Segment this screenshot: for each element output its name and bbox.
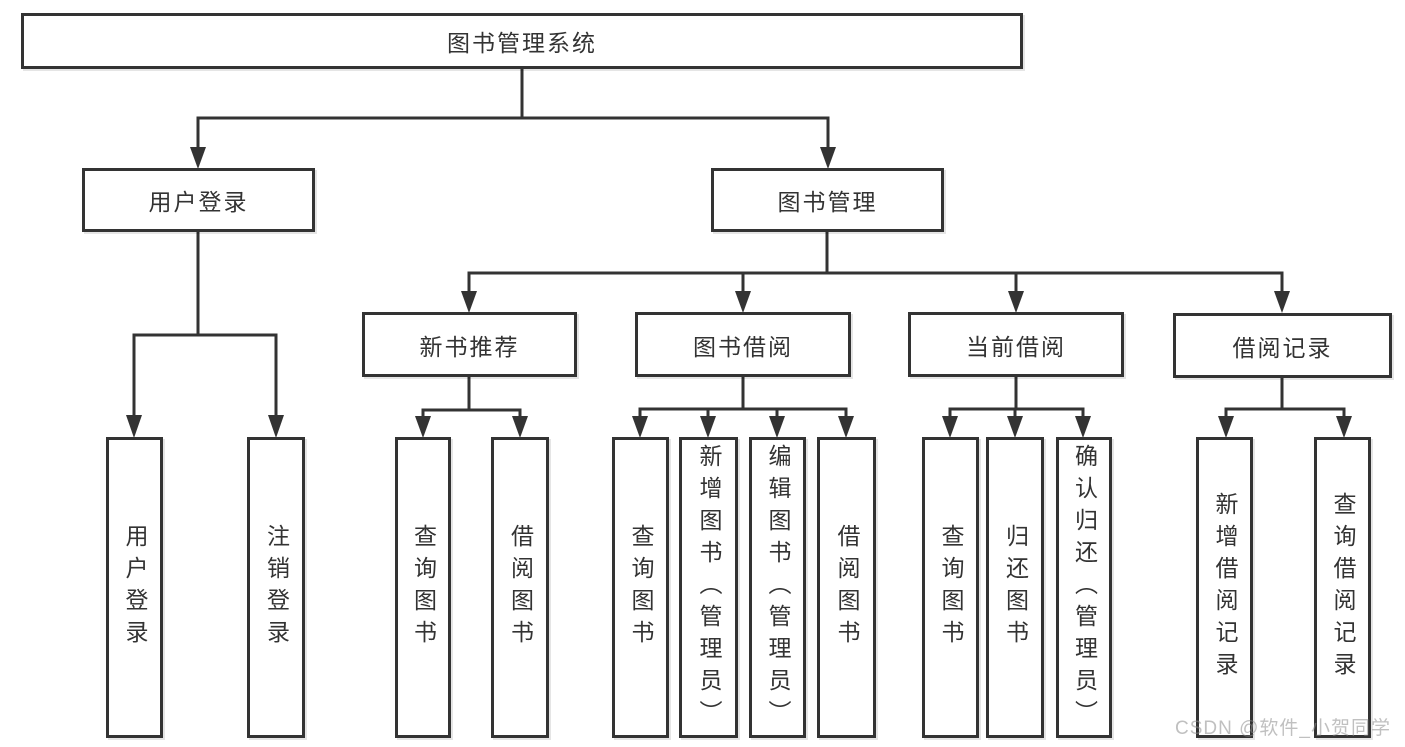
leaf-confirm-return-admin-label: 确认归还（管理员） (1071, 443, 1098, 732)
node-borrow-record: 借阅记录 (1173, 313, 1392, 378)
node-current-borrow-label: 当前借阅 (966, 333, 1066, 360)
node-user-login: 用户登录 (82, 168, 315, 232)
connector-new-book-recommend-children (415, 377, 528, 438)
connector-book-borrow-children (632, 377, 854, 438)
node-user-login-label: 用户登录 (148, 189, 249, 215)
leaf-user-login: 用户登录 (106, 437, 163, 738)
leaf-return-book: 归还图书 (986, 437, 1044, 738)
leaf-logout: 注销登录 (247, 437, 305, 738)
leaf-user-login-label: 用户登录 (122, 523, 148, 652)
node-book-borrow-label: 图书借阅 (693, 333, 793, 360)
leaf-edit-book-admin: 编辑图书（管理员） (749, 437, 806, 738)
leaf-query-book-recommend-label: 查询图书 (410, 523, 437, 652)
leaf-confirm-return-admin: 确认归还（管理员） (1056, 437, 1112, 738)
leaf-query-book-recommend: 查询图书 (395, 437, 451, 738)
leaf-add-borrow-record-label: 新增借阅记录 (1212, 491, 1238, 684)
leaf-borrow-book-recommend: 借阅图书 (491, 437, 549, 738)
connector-root-to-level2 (190, 69, 836, 169)
node-book-borrow: 图书借阅 (635, 312, 851, 377)
node-book-management-label: 图书管理 (777, 189, 878, 215)
leaf-query-book-current-label: 查询图书 (938, 523, 964, 652)
connector-borrow-record-children (1218, 378, 1352, 438)
leaf-query-borrow-record-label: 查询借阅记录 (1330, 491, 1356, 684)
leaf-borrow-book: 借阅图书 (817, 437, 876, 738)
leaf-borrow-book-recommend-label: 借阅图书 (507, 523, 534, 652)
node-root: 图书管理系统 (21, 13, 1023, 69)
leaf-query-borrow-record: 查询借阅记录 (1314, 437, 1371, 738)
node-borrow-record-label: 借阅记录 (1232, 334, 1333, 361)
connector-current-borrow-children (942, 377, 1091, 438)
node-root-label: 图书管理系统 (447, 30, 597, 56)
leaf-query-book-current: 查询图书 (922, 437, 979, 738)
connector-user-login-children (126, 232, 284, 438)
leaf-edit-book-admin-label: 编辑图书（管理员） (765, 443, 791, 732)
leaf-query-book-borrow: 查询图书 (612, 437, 669, 738)
node-new-book-recommend-label: 新书推荐 (419, 333, 520, 360)
node-book-management: 图书管理 (711, 168, 944, 232)
leaf-query-book-borrow-label: 查询图书 (628, 523, 654, 652)
leaf-return-book-label: 归还图书 (1002, 523, 1029, 652)
leaf-logout-label: 注销登录 (263, 523, 290, 652)
leaf-add-borrow-record: 新增借阅记录 (1196, 437, 1253, 738)
leaf-add-book-admin: 新增图书（管理员） (679, 437, 738, 738)
node-new-book-recommend: 新书推荐 (362, 312, 577, 377)
connector-book-management-children (461, 232, 1290, 313)
leaf-add-book-admin-label: 新增图书（管理员） (696, 443, 722, 732)
node-current-borrow: 当前借阅 (908, 312, 1124, 377)
leaf-borrow-book-label: 借阅图书 (834, 523, 860, 652)
